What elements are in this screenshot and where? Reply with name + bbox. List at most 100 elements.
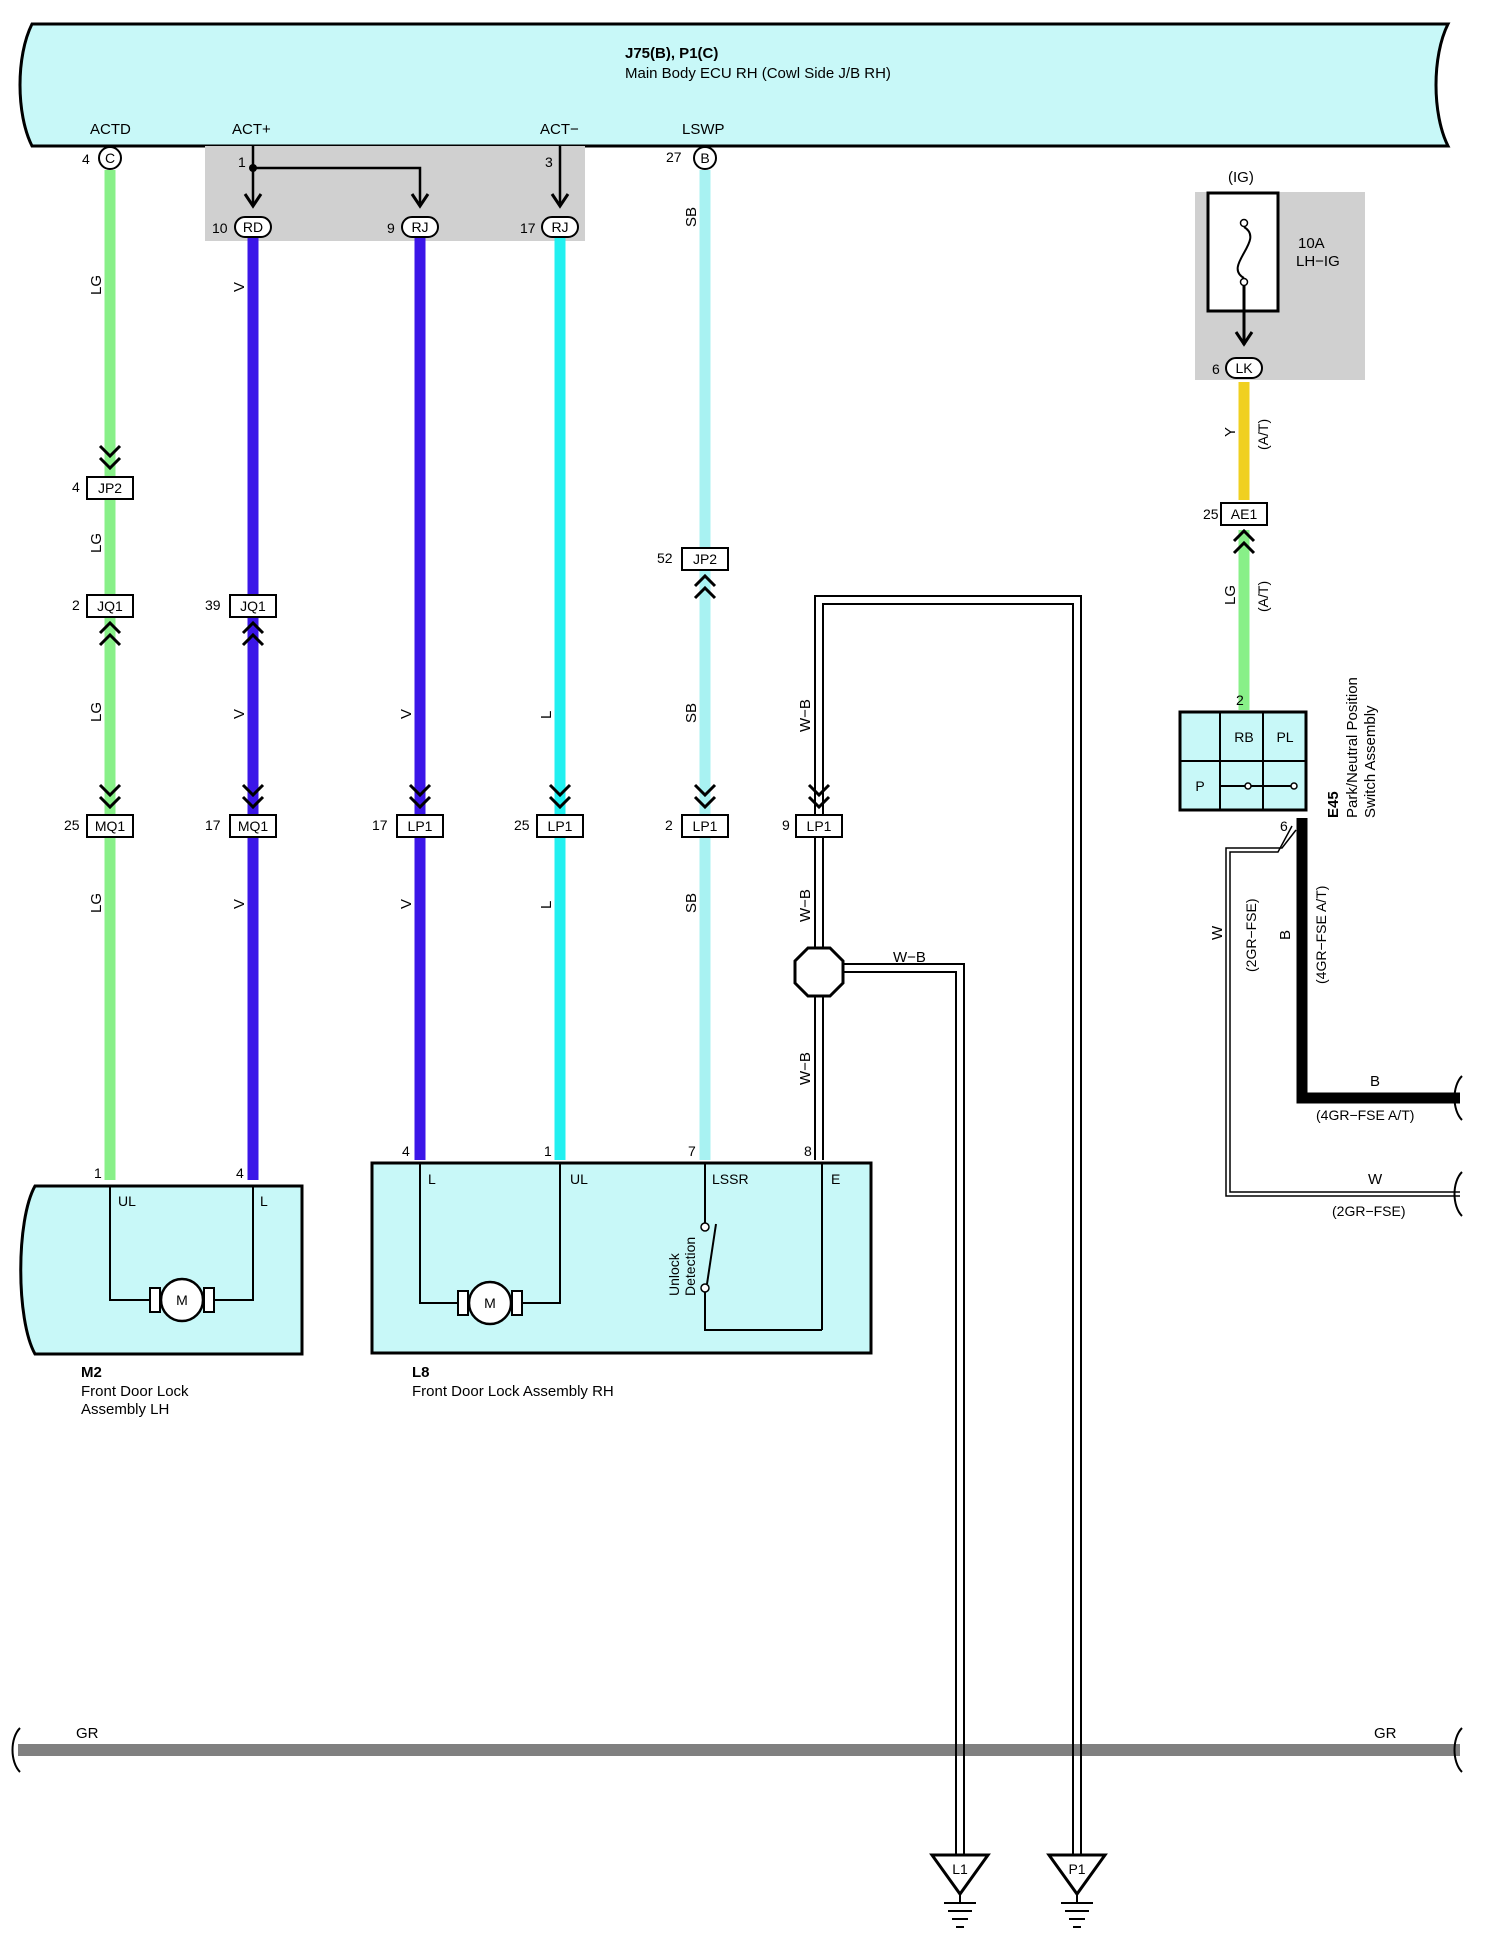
wire-labels: LG LG LG LG V V V V V L L SB SB SB W−B W…: [88, 207, 1271, 1085]
wire-label-wb: W−B: [797, 889, 814, 922]
m2-name-line1: Front Door Lock: [81, 1383, 189, 1400]
svg-text:6: 6: [1280, 818, 1288, 834]
svg-text:9: 9: [782, 817, 790, 833]
svg-text:RD: RD: [243, 219, 263, 235]
wire-wb-p1-ground: [814, 595, 1082, 1855]
fuse-rating: 10A: [1298, 235, 1325, 252]
svg-text:10: 10: [212, 220, 228, 236]
wire-label-l: L: [538, 711, 555, 719]
inline-connector-ae1: 25 AE1: [1203, 502, 1268, 555]
wire-label-v: V: [398, 899, 415, 909]
wire-label-lg: LG: [88, 702, 105, 722]
svg-text:3: 3: [545, 154, 553, 170]
svg-text:1: 1: [238, 154, 246, 170]
wire-label-b: B: [1370, 1073, 1380, 1090]
l8-terminal-lssr: LSSR: [712, 1171, 749, 1187]
svg-text:RJ: RJ: [551, 219, 568, 235]
inline-connector-mq1: 25 MQ1: [64, 783, 134, 838]
ecu-conn-b: B: [700, 150, 709, 166]
ecu-subtitle: Main Body ECU RH (Cowl Side J/B RH): [625, 65, 891, 82]
svg-text:52: 52: [657, 550, 673, 566]
fuse-arrow: [1234, 331, 1254, 347]
wire-label-wb: W−B: [893, 949, 926, 966]
switch-icon: [706, 1223, 717, 1285]
wire-label-y: Y: [1222, 427, 1239, 437]
switch-cell-rb: RB: [1234, 729, 1253, 745]
wire-label-lg: LG: [88, 533, 105, 553]
l8-switch-label-1: Unlock: [666, 1252, 682, 1296]
wire-label-lg: LG: [88, 893, 105, 913]
wire-label-sb: SB: [683, 703, 700, 723]
switch-code: E45: [1325, 791, 1342, 818]
svg-text:LP1: LP1: [408, 818, 433, 834]
l8-code: L8: [412, 1364, 430, 1381]
svg-text:2: 2: [665, 817, 673, 833]
svg-text:MQ1: MQ1: [238, 818, 269, 834]
svg-text:39: 39: [205, 597, 221, 613]
inline-connector-jp2: 4 JP2: [72, 444, 134, 500]
l8-terminal-l: L: [428, 1171, 436, 1187]
svg-text:27: 27: [666, 149, 682, 165]
m2-terminal-l: L: [260, 1193, 268, 1209]
wire-label-sb: SB: [683, 893, 700, 913]
l8-name: Front Door Lock Assembly RH: [412, 1383, 614, 1400]
ecu-terminal-lswp: LSWP: [682, 121, 725, 138]
wire-label-v: V: [231, 899, 248, 909]
svg-text:LP1: LP1: [693, 818, 718, 834]
front-door-lock-lh: 1 4 UL L M M2 Front Door Lock Assembly L…: [19, 1165, 304, 1418]
wire-label-4gr-fse-at: (4GR−FSE A/T): [1313, 886, 1329, 984]
svg-text:25: 25: [514, 817, 530, 833]
ecu-title: J75(B), P1(C): [625, 45, 718, 62]
inline-connector-mq1-17: 17 MQ1: [205, 783, 277, 838]
svg-text:JQ1: JQ1: [240, 598, 266, 614]
wire-label-2gr-fse: (2GR−FSE): [1243, 898, 1259, 972]
svg-text:7: 7: [688, 1143, 696, 1159]
svg-text:JQ1: JQ1: [97, 598, 123, 614]
svg-text:RJ: RJ: [411, 219, 428, 235]
wire-label-lg: LG: [1222, 585, 1239, 605]
wire-wb-l1-ground: [843, 963, 965, 1855]
l8-terminal-ul: UL: [570, 1171, 588, 1187]
switch-cell-pl: PL: [1276, 729, 1293, 745]
ecu-pin-lswp: 27 B: [666, 146, 717, 170]
svg-text:MQ1: MQ1: [95, 818, 126, 834]
svg-text:4: 4: [72, 479, 80, 495]
inline-connector-lp1-25: 25 LP1: [514, 783, 584, 838]
motor-icon: [467, 1280, 513, 1326]
fuse-lh-ig: (IG) 10A LH−IG 6 LK: [1195, 169, 1365, 380]
inline-connector-lp1-17: 17 LP1: [372, 783, 444, 838]
ecu-conn-c: C: [105, 150, 115, 166]
fuse-conn-label: LK: [1235, 360, 1253, 376]
act-plus-internal-wiring: [251, 146, 562, 205]
ecu-terminal-act-plus: ACT+: [232, 121, 271, 138]
svg-text:P1: P1: [1068, 1861, 1085, 1877]
svg-text:4: 4: [82, 151, 90, 167]
svg-text:4: 4: [402, 1143, 410, 1159]
jb-connector-rj-2: 17 RJ: [520, 193, 579, 238]
l8-terminal-e: E: [831, 1171, 840, 1187]
svg-text:25: 25: [1203, 506, 1219, 522]
svg-text:9: 9: [387, 220, 395, 236]
svg-text:2: 2: [72, 597, 80, 613]
svg-text:M: M: [484, 1295, 496, 1311]
wire-label-wb: W−B: [797, 1052, 814, 1085]
m2-terminal-ul: UL: [118, 1193, 136, 1209]
svg-text:17: 17: [520, 220, 536, 236]
inline-connector-jq1-39: 39 JQ1: [205, 594, 277, 647]
svg-text:AE1: AE1: [1231, 506, 1258, 522]
svg-text:1: 1: [94, 1165, 102, 1181]
wire-label-sb: SB: [683, 207, 700, 227]
front-door-lock-rh: 4 1 7 8 L UL LSSR E M Unlock Detection L…: [370, 1143, 873, 1400]
svg-text:8: 8: [804, 1143, 812, 1159]
park-neutral-switch: 2 RB PL P E45 Park/Neutral Position Swit…: [1178, 677, 1379, 834]
wire-label-l: L: [538, 901, 555, 909]
svg-text:17: 17: [205, 817, 221, 833]
wire-label-v: V: [231, 709, 248, 719]
wire-label-2gr-fse: (2GR−FSE): [1332, 1203, 1406, 1219]
svg-text:17: 17: [372, 817, 388, 833]
l8-switch-label-2: Detection: [682, 1237, 698, 1296]
ground-p1: P1: [1046, 1853, 1108, 1928]
wire-label-b: B: [1277, 930, 1294, 940]
svg-text:4: 4: [236, 1165, 244, 1181]
